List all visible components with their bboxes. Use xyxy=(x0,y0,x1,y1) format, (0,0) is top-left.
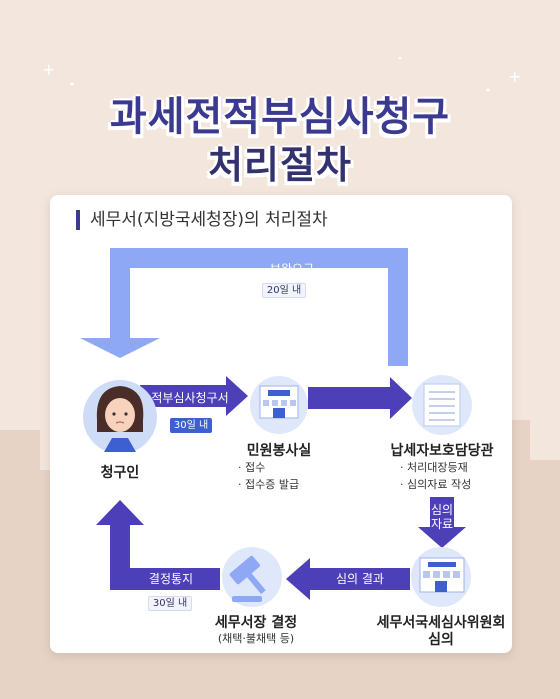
submit-arrow xyxy=(140,376,248,416)
result-label: 심의 결과 xyxy=(336,572,384,586)
taxpayer-officer-document-icon xyxy=(412,375,472,435)
decision-label: 세무서장 결정 xyxy=(214,615,298,631)
taxpayer-officer-item-2: · 심의자료 작성 xyxy=(400,478,472,491)
claimant-avatar-icon xyxy=(83,380,157,454)
notify-duration-pill: 30일 내 xyxy=(148,596,192,611)
supplement-request-label: 보완요구 xyxy=(269,262,315,276)
page-title-line1: 과세전적부심사청구 xyxy=(109,94,451,140)
committee-building-icon xyxy=(411,547,471,607)
committee-label-line2: 심의 xyxy=(428,632,454,648)
claimant-label: 청구인 xyxy=(100,465,140,481)
notify-arrow xyxy=(96,500,220,590)
supplement-duration-pill: 20일 내 xyxy=(262,283,306,298)
result-arrow xyxy=(286,558,410,600)
civil-office-item-1: · 접수 xyxy=(238,461,266,474)
submit-label: 적부심사청구서 xyxy=(151,391,229,405)
decision-gavel-icon xyxy=(222,547,282,607)
taxpayer-officer-label: 납세자보호담당관 xyxy=(390,443,494,459)
civil-office-label: 민원봉사실 xyxy=(246,443,312,459)
page-title-line2: 처리절차 xyxy=(208,143,352,187)
card-title: 세무서(지방국세청장)의 처리절차 xyxy=(76,210,328,230)
forward-arrow xyxy=(308,377,412,419)
svg-text:+: + xyxy=(42,60,55,79)
supplement-request-arrow xyxy=(80,248,408,366)
notify-label: 결정통지 xyxy=(148,572,194,586)
svg-text:+: + xyxy=(508,67,521,86)
decision-sub-label: (채택·불채택 등) xyxy=(217,632,295,645)
submit-duration-pill: 30일 내 xyxy=(170,418,212,433)
review-data-arrow xyxy=(418,497,466,548)
review-data-label: 심의 자료 xyxy=(430,503,454,531)
committee-label-line1: 세무서국세심사위원회 xyxy=(376,615,506,631)
civil-office-building-icon xyxy=(250,376,308,434)
taxpayer-officer-item-1: · 처리대장등재 xyxy=(400,461,468,474)
civil-office-item-2: · 접수증 발급 xyxy=(238,478,300,491)
